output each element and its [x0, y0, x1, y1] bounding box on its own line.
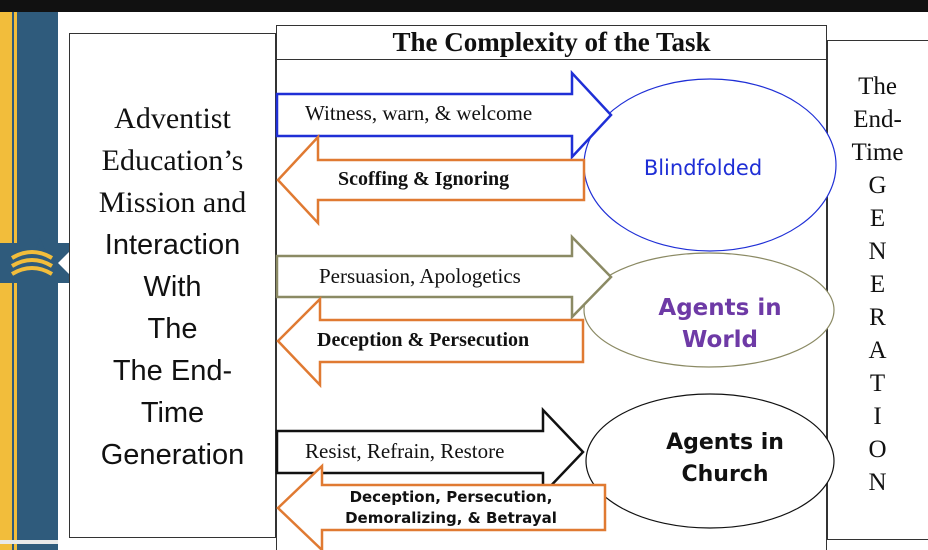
incoming-label-row3-line: Demoralizing, & Betrayal: [345, 509, 557, 527]
outgoing-label-row3: Resist, Refrain, Restore: [305, 439, 505, 463]
outgoing-arrow-witness: [275, 69, 613, 161]
left-line: With: [143, 271, 202, 303]
left-line: The: [147, 313, 198, 345]
left-line: The End-: [112, 355, 233, 387]
group-label-blindfolded: Blindfolded: [643, 156, 763, 180]
right-line: E: [869, 271, 886, 298]
group-label-line: Agents in: [658, 295, 782, 321]
group-ellipse-agents-world: [583, 252, 835, 368]
top-bar: [0, 0, 928, 12]
right-line: R: [869, 304, 886, 331]
group-label-line: Agents in: [666, 430, 784, 455]
right-line: N: [868, 238, 887, 265]
right-line: T: [869, 370, 886, 397]
left-line: Time: [140, 397, 205, 429]
incoming-arrow-scoffing: [276, 133, 586, 227]
right-line: End-: [853, 106, 902, 133]
left-line: Mission and: [98, 186, 247, 219]
group-label-agents-world: Agents in World: [640, 292, 800, 356]
incoming-label-row1: Scoffing & Ignoring: [338, 168, 510, 190]
right-line: G: [868, 172, 887, 199]
left-panel-text: Adventist Education’s Mission and Intera…: [69, 98, 276, 476]
left-line: Generation: [100, 439, 245, 471]
left-panel-box: [69, 33, 276, 538]
title-box: [276, 25, 827, 60]
incoming-label-row3: Deception, Persecution, Demoralizing, & …: [343, 487, 559, 529]
left-line: Education’s: [101, 144, 244, 177]
incoming-arrow-deception: [276, 295, 585, 389]
right-line: I: [873, 403, 882, 430]
right-line: Time: [851, 139, 904, 166]
right-line: N: [868, 469, 887, 496]
outgoing-label-row2: Persuasion, Apologetics: [319, 264, 521, 288]
group-label-line: World: [681, 327, 759, 353]
outgoing-arrow-persuasion: [275, 233, 613, 321]
left-line: Interaction: [104, 229, 241, 261]
star-book-logo-icon: [0, 238, 78, 283]
right-line: O: [868, 436, 887, 463]
right-panel-text: The End- Time G E N E R A T I O N: [827, 70, 928, 499]
right-line: The: [858, 73, 897, 100]
right-panel-box: [827, 40, 928, 540]
group-ellipse-agents-church: [585, 393, 835, 529]
sidebar-bottom-stripe: [0, 540, 58, 544]
group-label-agents-church: Agents in Church: [645, 427, 805, 491]
incoming-label-row2: Deception & Persecution: [317, 329, 530, 351]
right-line: A: [868, 337, 887, 364]
incoming-label-row3-line: Deception, Persecution,: [349, 488, 553, 506]
group-label-line: Church: [681, 462, 769, 487]
right-line: E: [869, 205, 886, 232]
diagram-title: The Complexity of the Task: [392, 27, 711, 57]
outgoing-label-row1: Witness, warn, & welcome: [305, 101, 533, 125]
left-line: Adventist: [114, 102, 231, 135]
incoming-arrow-betrayal: [276, 463, 607, 550]
